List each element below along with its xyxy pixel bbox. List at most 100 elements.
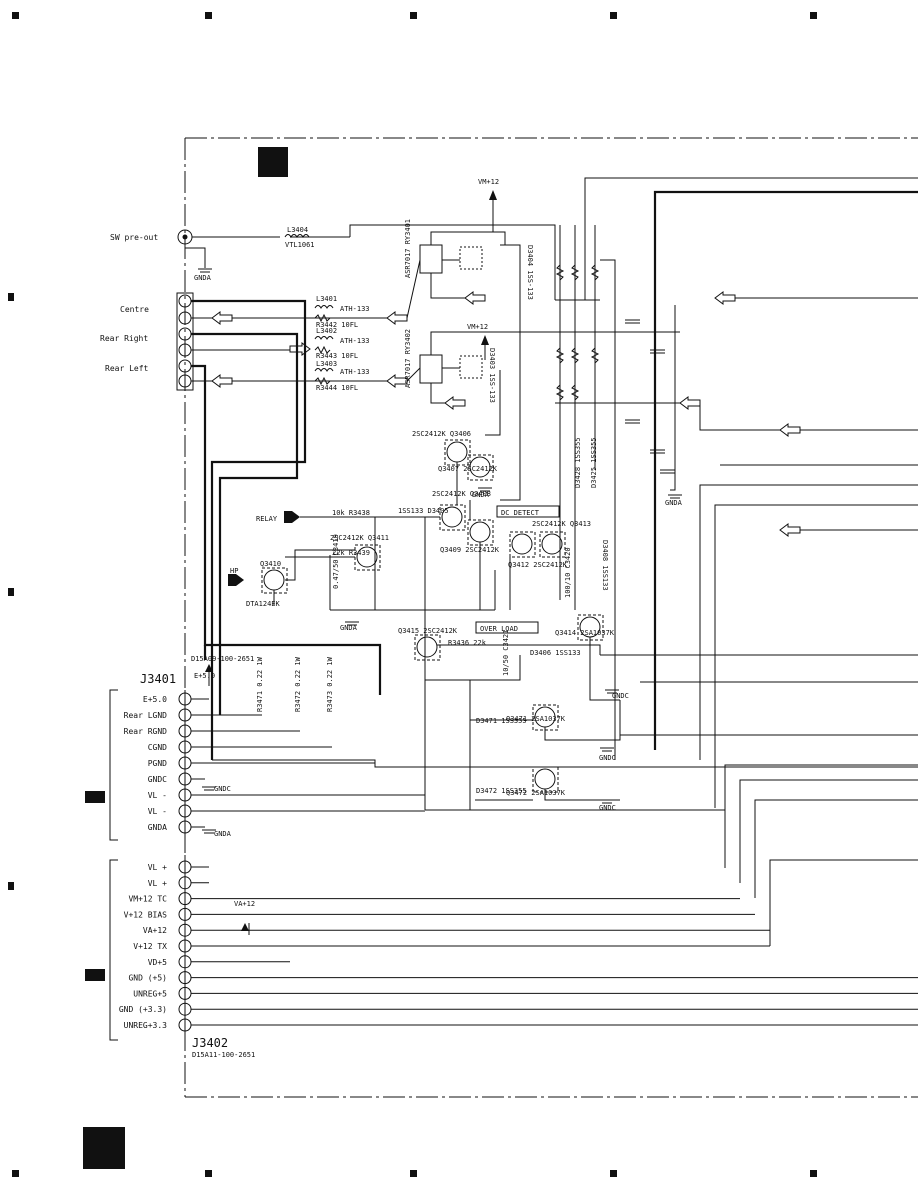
ry3401-label: ASR7017 RY3401 [404,219,412,278]
d3471-label: D3471 1SS355 [476,717,527,725]
e5-label: E+5.0 [194,672,215,680]
j3402-part: D15A11-100-2651 [192,1051,255,1059]
r3443-label: R3443 10FL [316,352,358,360]
connector-j3402 [109,855,186,1041]
bus-lines [584,177,918,946]
q3409-label: Q3409 2SC2412K [440,546,500,554]
j3402-pin-label: V+12 BIAS [124,910,168,919]
j3401-pin-label: E+5.0 [143,695,167,704]
c3421-label: 10/50 C3421 [502,630,510,676]
l3402-label: L3402 [316,327,337,335]
centre-label: Centre [120,305,149,314]
q3415-label: Q3415 2SC2412K [398,627,458,635]
d3404-label: D3404 1SS-133 [526,245,534,300]
q3472-label: Q3472 2SA1037K [506,789,566,797]
va12-label: VA+12 [234,900,255,908]
vtl1061-label: VTL1061 [285,241,315,249]
r3438-label: 10k R3438 [332,509,370,517]
q3406-label: 2SC2412K Q3406 [412,430,471,438]
gndc-label: GNDC [599,804,616,812]
j3402-name: J3402 [192,1036,228,1050]
ground-symbols [198,268,682,834]
j3401-pin-label: CGND [148,743,167,752]
gnda-label: GNDA [194,274,212,282]
q3471-label: Q3471 2SA1037K [506,715,566,723]
over-load-label: OVER LOAD [480,625,518,633]
j3402-pin-label: V+12 TX [133,942,167,951]
j3402-pin-label: VD+5 [148,958,167,967]
j3401-pin-label: GNDC [148,775,167,784]
q3411-label: 2SC2412K Q3411 [330,534,389,542]
j3401-name: J3401 [140,672,176,686]
q3413-label: 2SC2412K Q3413 [532,520,591,528]
j3402-pin-label: VA+12 [143,926,167,935]
vm12-mid-label: VM+12 [467,323,488,331]
r3436-label: R3436 22k [448,639,487,647]
j3402-pin-label: VL + [148,879,167,888]
ry3402-label: ASR7017 RY3402 [404,329,412,388]
board-outline [184,137,918,1098]
input-arrows [205,511,300,935]
coils [284,234,334,386]
relay-label: RELAY [256,515,278,523]
d3472-label: D3472 1SS355 [476,787,527,795]
c3420-label: 100/10 C3420 [564,547,572,598]
ath133-label: ATH-133 [340,305,370,313]
signal-arrows [211,291,801,537]
r3439-label: 22k R3439 [332,549,370,557]
dta124ek-label: DTA124EK [246,600,281,608]
r3471-label: R3471 0.22 1W [256,656,264,712]
j3402-pin-label: VM+12 TC [128,895,167,904]
ath133-label: ATH-133 [340,337,370,345]
d3403-label: D3403 1SS-133 [488,348,496,403]
j3402-pin-label: GND (+3.3) [119,1005,167,1014]
d3406-label: D3406 1SS133 [530,649,581,657]
dc-detect-label: DC DETECT [501,509,540,517]
q3407-label: Q3407 2SC2412K [438,465,498,473]
vm12-top-label: VM+12 [478,178,499,186]
gndc-label: GNDC [214,785,231,793]
logic-wiring [273,462,725,811]
q3408-label: 2SC2412K Q3408 [432,490,491,498]
gnda-label: GNDA [340,624,358,632]
j3402-pin-label: UNREG+5 [133,989,167,998]
j3402-pin-label: UNREG+3.3 [124,1021,168,1030]
gnda-label: GNDA [472,491,490,499]
j3402-pin-label: VL + [148,863,167,872]
gnda-label: GNDA [665,499,683,507]
dc-detect-box [496,505,560,518]
l3401-label: L3401 [316,295,337,303]
d3405-label: 1SS133 D3405 [398,507,449,515]
sw-preout-label: SW pre-out [110,233,158,242]
connector-j3401 [109,689,186,841]
r3473-label: R3473 0.22 1W [326,656,334,712]
rear-right-label: Rear Right [100,334,148,343]
j3401-pin-label: Rear RGND [124,727,168,736]
q3412-label: Q3412 2SC2412K [508,561,568,569]
hp-label: HP [230,567,238,575]
resistor-network [555,225,680,760]
relays [406,190,555,501]
q3414-label: Q3414 2SA1037K [555,629,615,637]
j3401-pin-label: GNDA [148,823,167,832]
j3401-pin-label: Rear LGND [124,711,168,720]
d3425-label: D3425 1SS355 [590,437,598,488]
j3402-pin-label: GND (+5) [128,974,167,983]
q3410-label: Q3410 [260,560,281,568]
r3444-label: R3444 10FL [316,384,358,392]
l3404-label: L3404 [287,226,308,234]
r3442-label: R3442 10FL [316,321,358,329]
gndc-label: GNDC [599,754,616,762]
d3428-label: D3428 1SS355 [574,437,582,488]
j3401-part: D15A09-100-2651 [191,655,254,663]
r3472-label: R3472 0.22 1W [294,656,302,712]
ath133-label: ATH-133 [340,368,370,376]
d3408-label: D3408 1SS133 [601,540,609,591]
gnda-label: GNDA [214,830,232,838]
rear-left-label: Rear Left [105,364,149,373]
gndc-label: GNDC [612,692,629,700]
l3403-label: L3403 [316,360,337,368]
c3419-label: 0.47/50 C3419 [332,534,340,589]
j3401-pin-label: PGND [148,759,167,768]
